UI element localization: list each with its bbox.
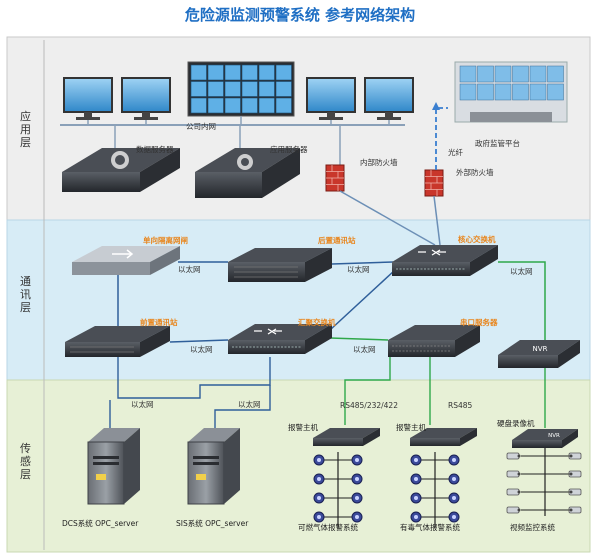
label-nvr: NVR: [533, 345, 548, 353]
sis-server-tower: [187, 428, 240, 505]
monitor-3: [306, 77, 356, 125]
layer-label-app: 应用层: [19, 109, 32, 149]
label-gov-platform: 政府监管平台: [475, 138, 520, 148]
external-firewall-icon: [424, 169, 444, 197]
toxic-detector-group: [410, 452, 460, 528]
label-external-firewall: 外部防火墙: [456, 167, 494, 177]
label-sis: SIS系统 OPC_server: [176, 518, 249, 528]
combustible-detector-group: [313, 452, 363, 528]
label-alarm-host-2: 报警主机: [396, 422, 426, 432]
dcs-server-tower: [87, 428, 140, 505]
label-data-server: 数据服务器: [136, 144, 174, 154]
label-dvr: 硬盘录像机: [497, 418, 535, 428]
layer-label-sense: 传感层: [19, 442, 32, 481]
monitor-4: [364, 77, 414, 125]
link-rear-core: [331, 261, 394, 265]
link-core-nvr: [498, 261, 546, 355]
label-app-server: 应用服务器: [270, 144, 308, 154]
link-to-sis: [214, 385, 271, 430]
label-eth-1: 以太网: [178, 264, 201, 274]
label-eth-5: 以太网: [353, 344, 376, 354]
label-core-switch: 核心交换机: [458, 234, 496, 244]
label-eth-6: 以太网: [131, 399, 154, 409]
svg-text:NVR: NVR: [548, 433, 560, 439]
gov-platform: [454, 61, 568, 123]
label-toxic: 有毒气体报警系统: [400, 522, 460, 532]
label-serial-server: 串口服务器: [460, 317, 498, 327]
label-agg-switch: 汇聚交换机: [298, 317, 336, 327]
label-video: 视频监控系统: [510, 522, 555, 532]
internal-firewall-icon: [325, 164, 345, 192]
link-agg-core: [329, 269, 396, 331]
label-rs485: RS485: [448, 401, 473, 410]
alarm-host-2: [410, 428, 477, 446]
label-fiber: 光纤: [448, 147, 463, 157]
diagram-title: 危险源监测预警系统 参考网络架构: [185, 6, 415, 24]
fiber-arrow-icon: [432, 102, 440, 110]
label-company-lan: 公司内网: [186, 121, 216, 131]
label-eth-3: 以太网: [510, 266, 533, 276]
video-wall: [187, 61, 295, 125]
nvr-device: NVR: [498, 340, 580, 368]
one-way-gateway: [72, 246, 180, 275]
core-switch: [392, 245, 498, 276]
camera-group: [506, 448, 582, 516]
front-comm-station: [65, 326, 170, 357]
label-eth-2: 以太网: [347, 264, 370, 274]
application-server: [195, 148, 300, 198]
serial-server: [388, 325, 480, 357]
label-combustible: 可燃气体报警系统: [298, 522, 358, 532]
link-firewall-core: [339, 190, 436, 246]
monitor-2: [121, 77, 171, 125]
label-eth-4: 以太网: [190, 344, 213, 354]
link-front-dcs-backbone: [117, 357, 271, 399]
aggregation-switch: [228, 324, 332, 354]
label-dcs: DCS系统 OPC_server: [62, 518, 139, 528]
layer-label-comm: 通讯层: [19, 275, 32, 314]
label-front-station: 前置通讯站: [140, 317, 178, 327]
label-rear-station: 后置通讯站: [318, 235, 356, 245]
label-rs485-232-422: RS485/232/422: [340, 401, 398, 410]
alarm-host-1: [313, 428, 380, 446]
label-one-way-gateway: 单向隔离网闸: [143, 235, 188, 245]
link-extfw-core: [433, 195, 441, 246]
label-eth-7: 以太网: [238, 399, 261, 409]
fiber-link: [435, 107, 448, 170]
rear-comm-station: [228, 248, 332, 282]
link-agg-serial: [329, 337, 389, 341]
data-server: [62, 148, 180, 192]
label-alarm-host-1: 报警主机: [288, 422, 318, 432]
link-serial-alarm1: [344, 357, 391, 425]
monitor-1: [63, 77, 113, 125]
link-front-agg: [169, 339, 229, 343]
label-internal-firewall: 内部防火墙: [360, 157, 398, 167]
dvr-device: NVR: [512, 429, 578, 448]
